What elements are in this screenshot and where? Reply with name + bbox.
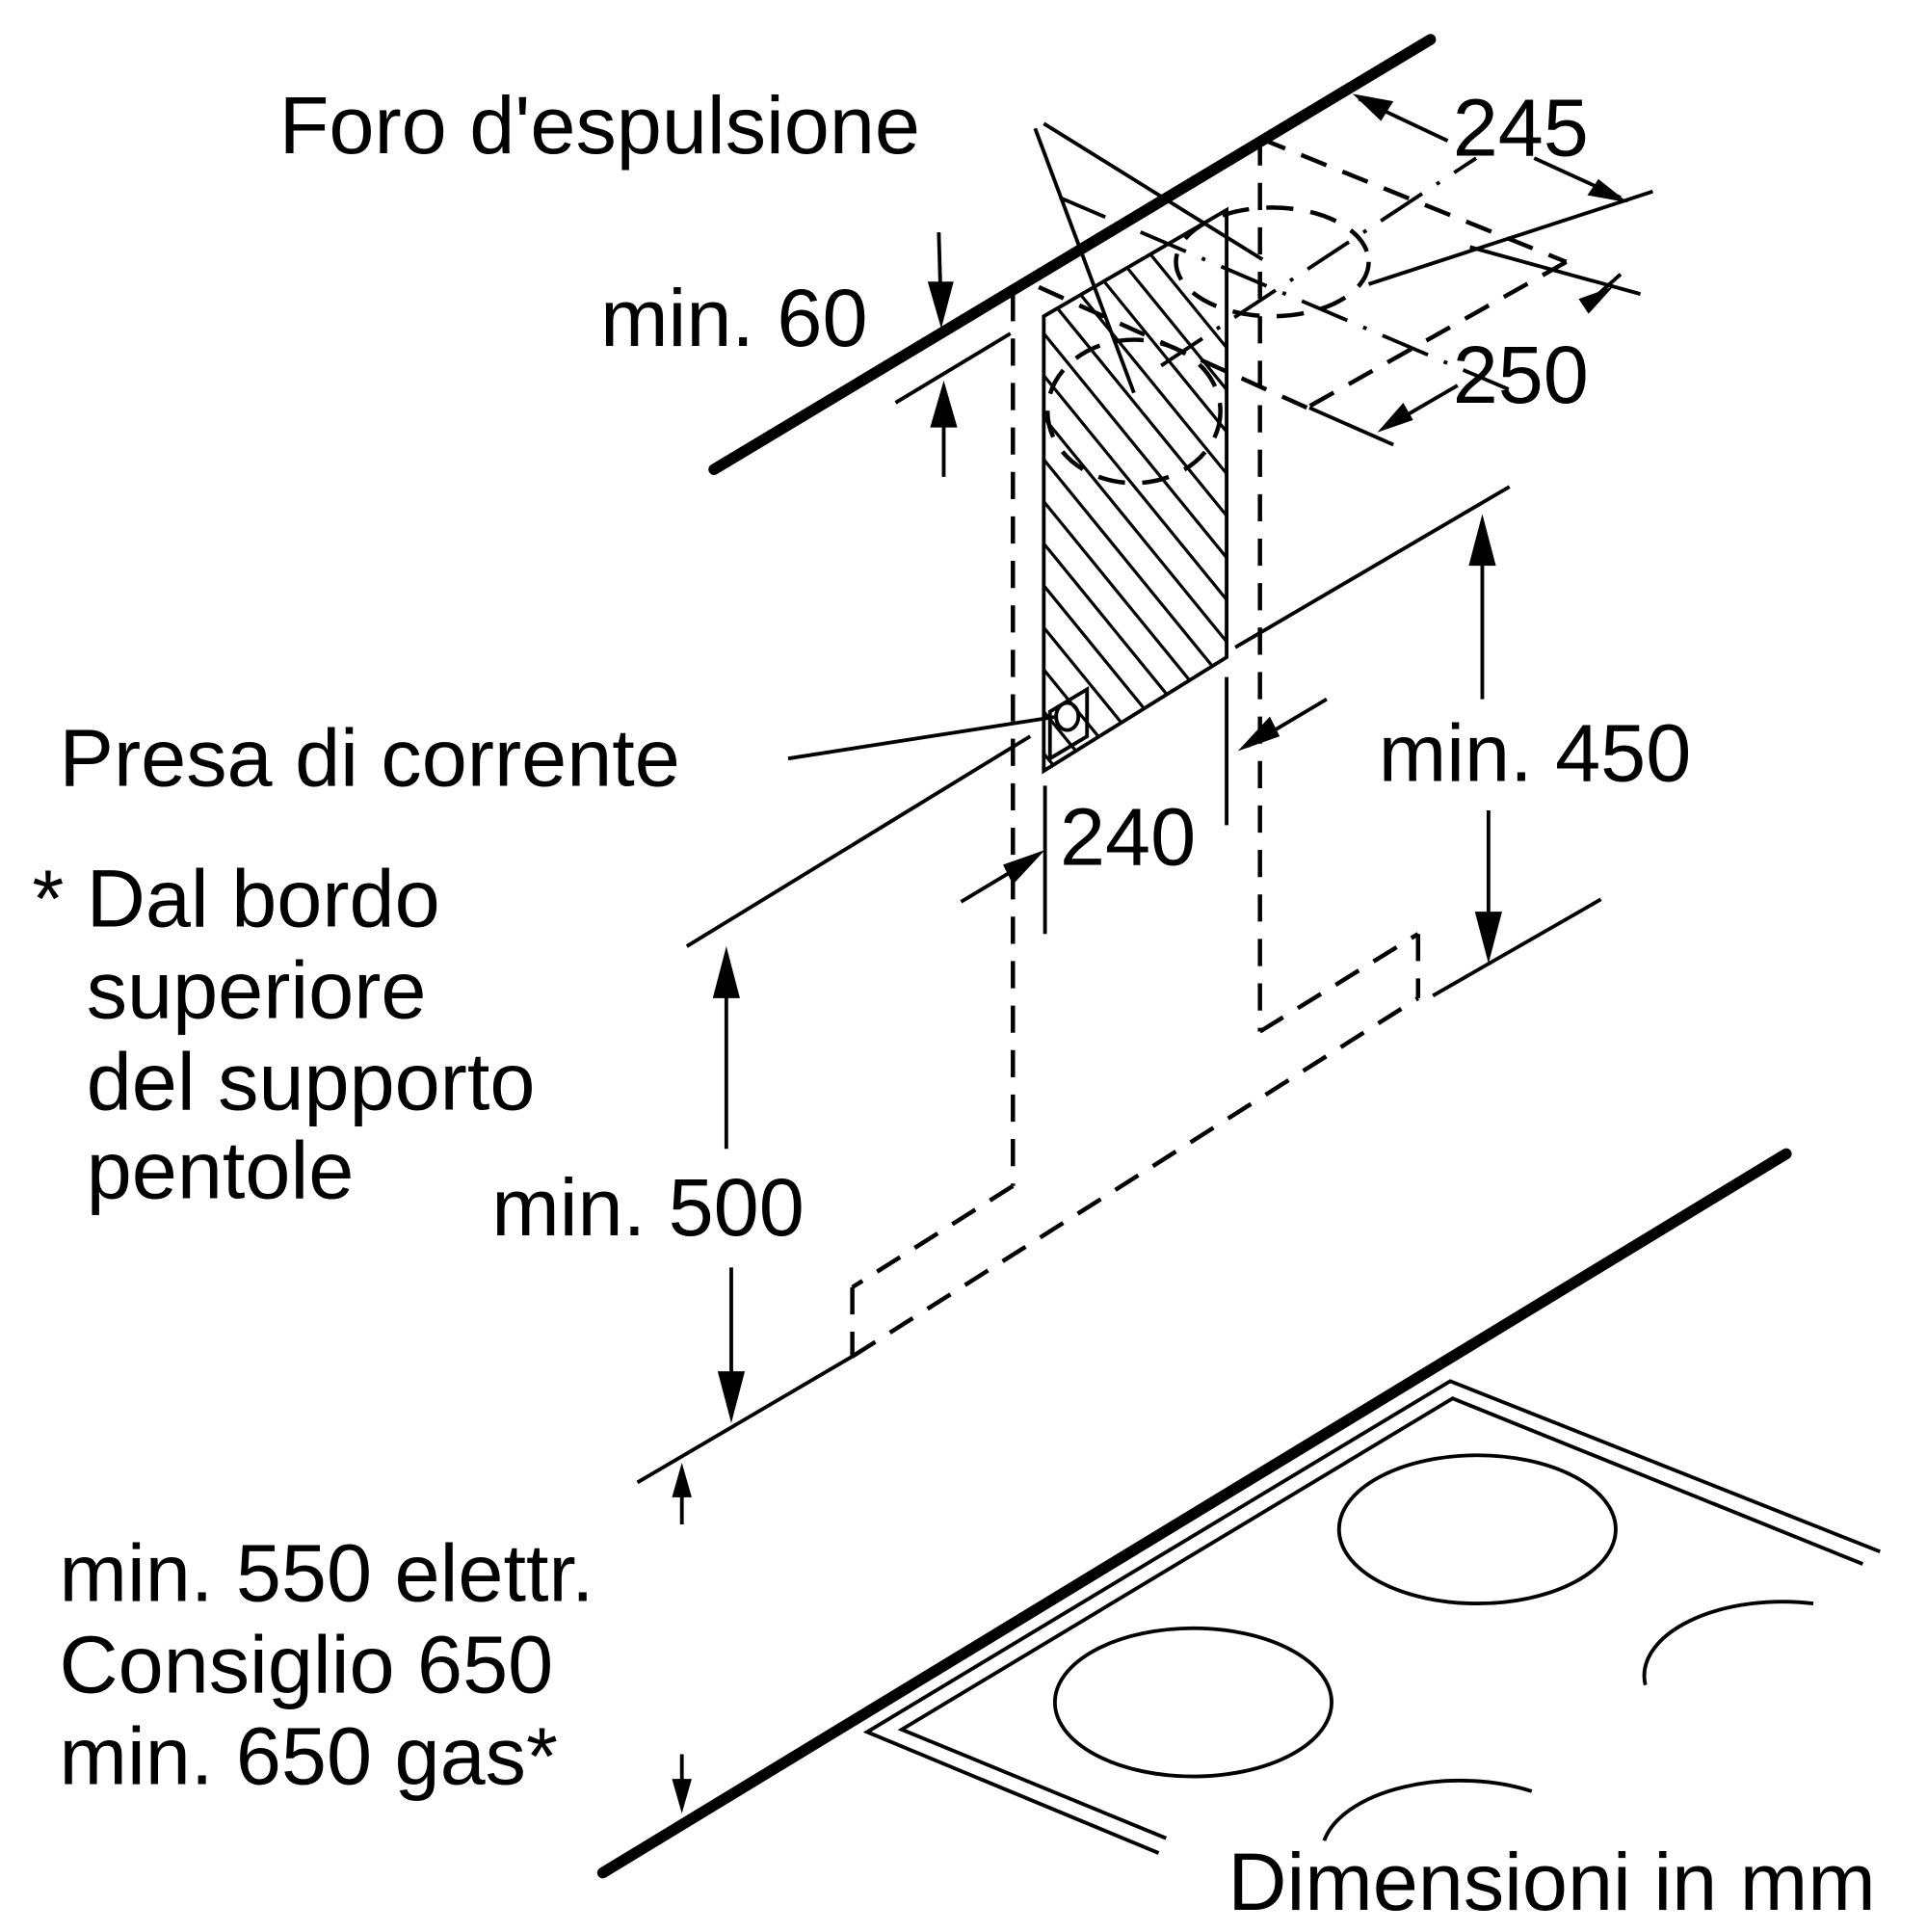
dim-250-label: 250 xyxy=(1453,329,1589,420)
socket-leader xyxy=(787,714,1058,761)
hatch-line xyxy=(1043,710,1227,772)
hood-bottom-outline xyxy=(850,932,1421,1359)
hob-line-3: min. 650 gas* xyxy=(60,1709,558,1801)
hatch-line xyxy=(1043,458,1227,696)
dimension-250: 250 xyxy=(1308,245,1642,447)
hatch-line xyxy=(1043,880,1235,1115)
units-label: Dimensioni in mm xyxy=(1227,1836,1875,1927)
burner-1 xyxy=(1336,1453,1618,1606)
footnote-line-3: del supporto xyxy=(87,1035,536,1126)
lower-ref-line xyxy=(636,1355,854,1485)
hob-line-1: min. 550 elettr. xyxy=(60,1527,594,1619)
hatch-line xyxy=(1043,584,1227,772)
hatched-area xyxy=(1042,206,1235,1156)
min-60-label: min. 60 xyxy=(600,272,867,363)
dim-245-label: 245 xyxy=(1453,82,1589,173)
dimension-240: 240 xyxy=(960,676,1328,935)
hob xyxy=(862,1379,1881,1855)
burner-3 xyxy=(1642,1600,1814,1686)
footnote-line-4: pentole xyxy=(87,1125,355,1216)
top-ref-line xyxy=(1234,485,1511,649)
hatch-line xyxy=(1043,290,1227,528)
footnote-line-2: superiore xyxy=(87,943,427,1035)
min-450-label: min. 450 xyxy=(1379,706,1692,798)
power-socket-label: Presa di corrente xyxy=(60,711,680,803)
dimension-min-450: min. 450 xyxy=(1379,514,1692,964)
hatch-line xyxy=(1043,332,1227,569)
dimension-245: 245 xyxy=(1352,82,1653,286)
min-500-label: min. 500 xyxy=(491,1161,805,1253)
worktop-line xyxy=(596,1148,1792,1879)
exhaust-leader-1 xyxy=(1033,127,1136,394)
ceiling-line xyxy=(708,34,1437,475)
hatch-line xyxy=(1043,921,1235,1156)
mid-ref-line xyxy=(1432,897,1602,998)
hatch-line xyxy=(1043,416,1227,653)
footnote-line-1: * Dal bordo xyxy=(32,853,439,944)
socket-ref-line xyxy=(685,734,1032,948)
dimension-hob-clearance: min. 550 elettr. Consiglio 650 min. 650 … xyxy=(60,1462,692,1814)
dim-240-label: 240 xyxy=(1060,790,1196,882)
exhaust-hole-lower xyxy=(1044,337,1223,486)
dimension-min-60: min. 60 xyxy=(600,231,1012,477)
hob-line-2: Consiglio 650 xyxy=(60,1618,554,1709)
burner-4 xyxy=(1322,1778,1533,1841)
burner-2 xyxy=(1052,1626,1333,1779)
exhaust-leader-2 xyxy=(1043,121,1264,261)
dimension-min-500: min. 500 xyxy=(491,946,805,1423)
exhaust-hole-label: Foro d'espulsione xyxy=(279,79,920,171)
hatch-line xyxy=(1043,374,1227,612)
footnote: * Dal bordo superiore del supporto pento… xyxy=(32,853,535,1216)
